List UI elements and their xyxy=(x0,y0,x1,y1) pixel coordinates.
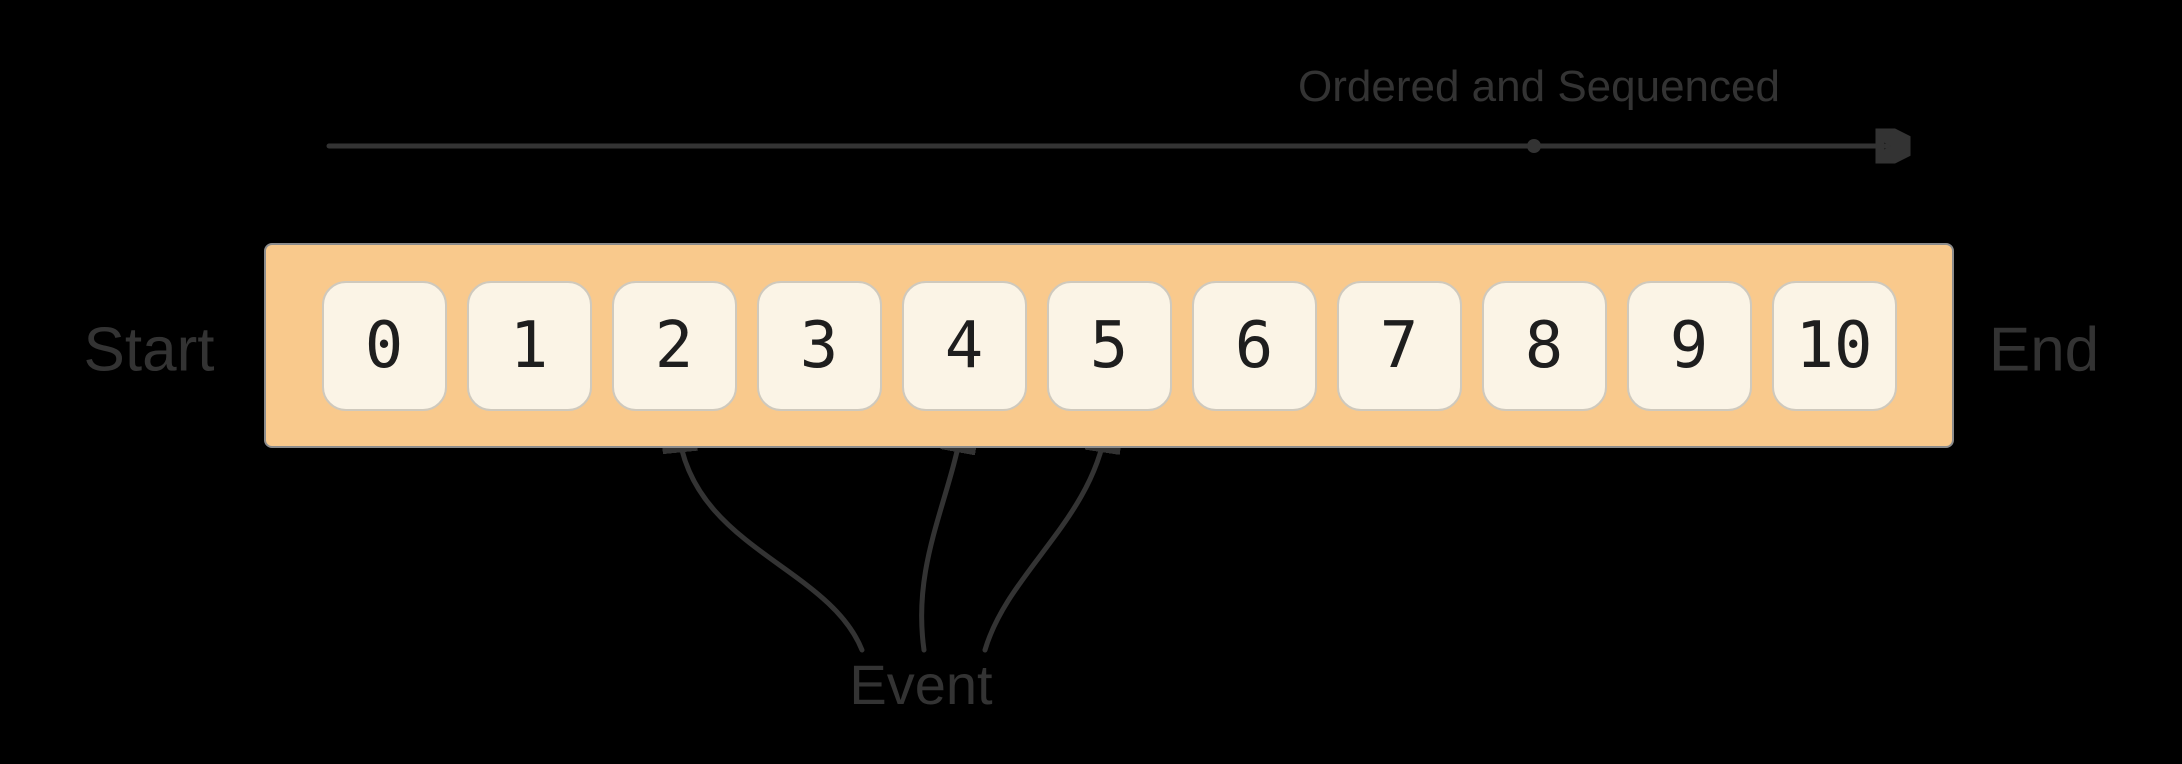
timeline-track: 0 1 2 3 4 5 6 7 8 9 10 xyxy=(264,243,1954,448)
timeline-cell-4: 4 xyxy=(901,280,1027,411)
cell-number: 4 xyxy=(944,308,984,383)
event-label: Event xyxy=(849,653,993,716)
timeline-cell-10: 10 xyxy=(1771,280,1897,411)
cell-number: 7 xyxy=(1379,308,1419,383)
cell-number: 3 xyxy=(799,308,839,383)
cell-number: 6 xyxy=(1234,308,1274,383)
timeline-cell-3: 3 xyxy=(756,280,882,411)
start-label: Start xyxy=(83,315,215,385)
event-arrow-cell-2 xyxy=(678,428,865,653)
timeline-cell-0: 0 xyxy=(321,280,447,411)
cell-number: 10 xyxy=(1795,308,1873,383)
event-arrow-cell-5 xyxy=(982,428,1106,653)
timeline-cell-2: 2 xyxy=(611,280,737,411)
timeline-cell-9: 9 xyxy=(1626,280,1752,411)
sequence-axis-label: Ordered and Sequenced xyxy=(1298,62,1780,111)
timeline-cell-1: 1 xyxy=(466,280,592,411)
timeline-cell-5: 5 xyxy=(1046,280,1172,411)
cell-number: 8 xyxy=(1524,308,1564,383)
end-label: End xyxy=(1988,315,2100,385)
cell-number: 0 xyxy=(364,308,404,383)
cell-number: 2 xyxy=(654,308,694,383)
cell-number: 9 xyxy=(1669,308,1709,383)
cell-number: 5 xyxy=(1089,308,1129,383)
timeline-cell-7: 7 xyxy=(1336,280,1462,411)
event-arrow-cell-4 xyxy=(919,428,962,653)
timeline-cell-8: 8 xyxy=(1481,280,1607,411)
cell-number: 1 xyxy=(509,308,549,383)
sequence-line-dot xyxy=(1527,139,1541,153)
timeline-cell-6: 6 xyxy=(1191,280,1317,411)
